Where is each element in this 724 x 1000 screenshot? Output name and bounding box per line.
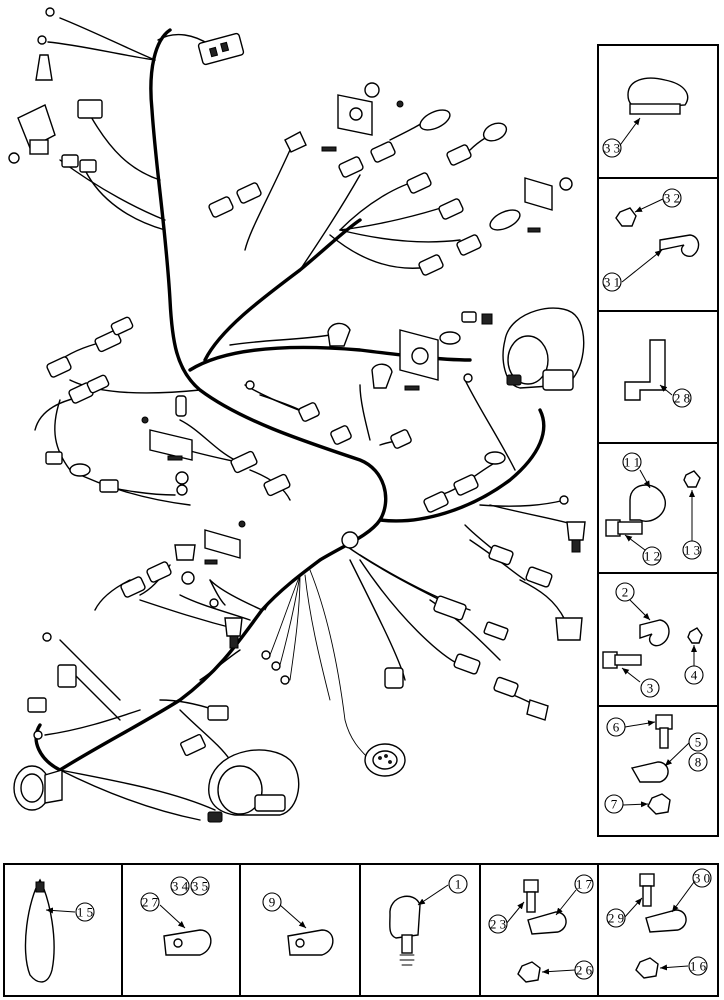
callout-23: 2 3 <box>490 917 506 932</box>
callout-3: 3 <box>647 681 654 696</box>
detail-box-11-13 <box>597 442 719 574</box>
detail-box-28 <box>597 310 719 444</box>
detail-box-33 <box>597 44 719 179</box>
callout-13: 1 3 <box>684 543 700 558</box>
callout-5: 5 <box>695 735 702 750</box>
main-harness <box>34 28 546 772</box>
callout-27: 2 7 <box>142 895 159 910</box>
detail-box-17-23-26 <box>479 863 599 997</box>
callout-26: 2 6 <box>576 963 593 978</box>
detail-box-9 <box>239 863 361 997</box>
callout-6: 6 <box>613 720 620 735</box>
callout-29: 2 9 <box>608 911 624 926</box>
detail-box-31-32 <box>597 177 719 312</box>
callout-31: 3 1 <box>604 275 620 290</box>
callout-4: 4 <box>691 668 698 683</box>
callout-7: 7 <box>611 797 618 812</box>
callout-16: 1 6 <box>690 959 707 974</box>
detail-box-2-4 <box>597 572 719 707</box>
callout-32: 3 2 <box>664 191 680 206</box>
callout-34: 3 4 <box>172 879 189 894</box>
callout-33: 3 3 <box>604 141 620 156</box>
detail-box-27-34-35 <box>121 863 241 997</box>
callout-15: 1 5 <box>77 905 93 920</box>
harness-components <box>8 7 586 823</box>
callout-labels: 3 3 3 2 3 1 2 8 1 1 1 2 1 3 2 3 4 6 5 8 … <box>77 141 710 978</box>
callout-35: 3 5 <box>192 879 208 894</box>
callout-8: 8 <box>695 755 702 770</box>
detail-box-5-8 <box>597 705 719 837</box>
callout-11: 1 1 <box>624 455 640 470</box>
callout-17: 1 7 <box>576 877 593 892</box>
callout-2: 2 <box>622 585 629 600</box>
detail-box-1 <box>359 863 481 997</box>
callout-28: 2 8 <box>674 391 690 406</box>
callout-1: 1 <box>455 877 462 892</box>
detail-box-29-30-16 <box>597 863 719 997</box>
callout-12: 1 2 <box>644 549 660 564</box>
callout-30: 3 0 <box>694 871 710 886</box>
detail-box-15 <box>3 863 123 997</box>
callout-9: 9 <box>269 895 276 910</box>
